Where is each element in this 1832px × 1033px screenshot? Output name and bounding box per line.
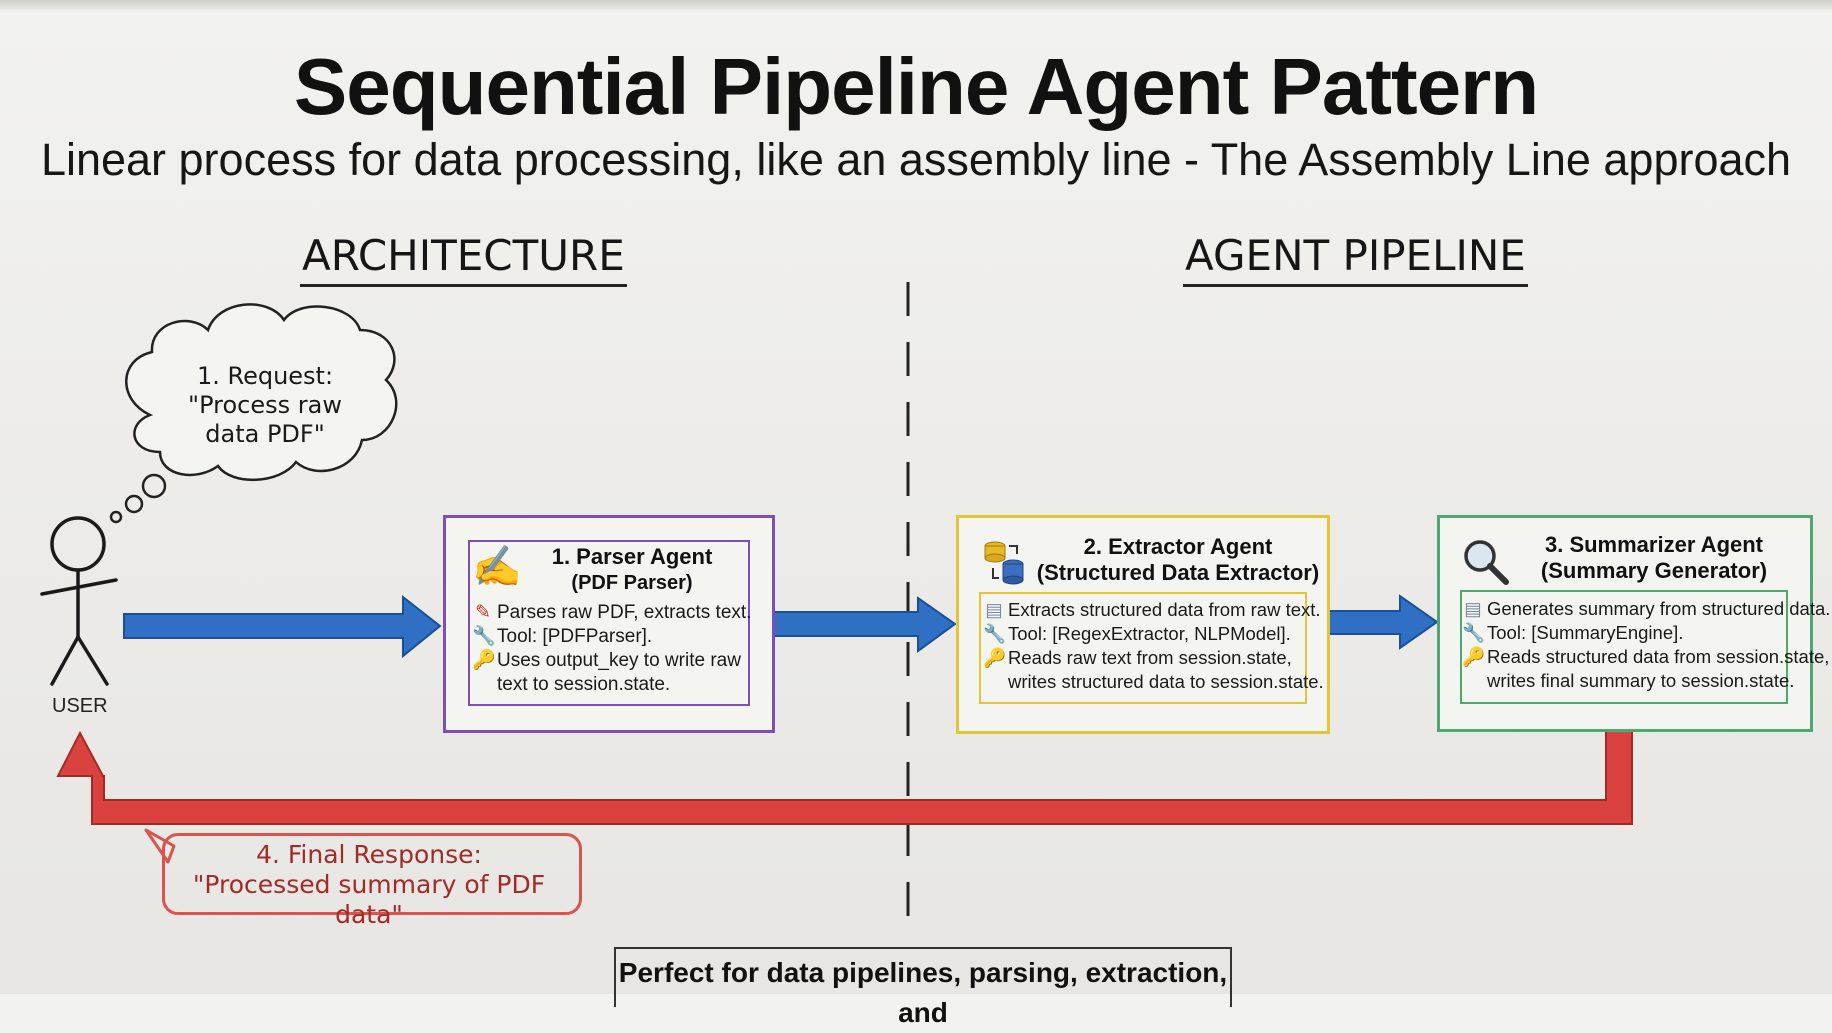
thought-cloud xyxy=(125,303,398,481)
section-heading-architecture: ARCHITECTURE xyxy=(300,230,627,287)
summarizer-agent-line: Tool: [SummaryEngine]. xyxy=(1487,622,1684,643)
parser-agent-line: Parses raw PDF, extracts text. xyxy=(497,602,752,623)
summarizer-agent-line: writes final summary to session.state. xyxy=(1487,670,1795,691)
parser-agent-body: ✎ Parses raw PDF, extracts text. 🔧Tool: [… xyxy=(472,601,751,697)
user-label: USER xyxy=(52,695,108,717)
arrow-extractor-to-summarizer xyxy=(1326,594,1439,650)
wrench-icon: 🔧 xyxy=(983,623,1007,644)
summarizer-agent-title: 3. Summarizer Agent xyxy=(1544,532,1764,557)
extractor-agent-card: 2. Extractor Agent (Structured Data Extr… xyxy=(956,515,1330,734)
page-title: Sequential Pipeline Agent Pattern xyxy=(293,42,1539,131)
key-icon: 🔑 xyxy=(472,650,496,671)
extractor-agent-title: 2. Extractor Agent xyxy=(1083,534,1273,559)
summarizer-agent-body: ▤Generates summary from structured data.… xyxy=(1462,597,1830,693)
wrench-icon: 🔧 xyxy=(1462,622,1486,643)
summarizer-agent-line: Reads structured data from session.state… xyxy=(1487,646,1830,667)
final-response-tail xyxy=(144,828,176,864)
extractor-agent-subtitle: (Structured Data Extractor) xyxy=(1036,560,1320,585)
extractor-agent-line: Tool: [RegexExtractor, NLPModel]. xyxy=(1008,623,1291,644)
parser-agent-card: ✍ 1. Parser Agent (PDF Parser) ✎ Parses r… xyxy=(443,515,775,733)
extractor-agent-inner-border xyxy=(979,592,1307,704)
parser-agent-title: 1. Parser Agent xyxy=(551,544,713,569)
wrench-icon: 🔧 xyxy=(472,626,496,647)
thought-bubble-small xyxy=(109,510,123,524)
summarizer-agent-line: Generates summary from structured data. xyxy=(1487,598,1831,619)
arrow-parser-to-extractor xyxy=(771,596,957,653)
summarizer-agent-inner-border xyxy=(1460,590,1788,704)
request-line-2: "Process raw xyxy=(188,391,342,419)
extractor-agent-title-block: 2. Extractor Agent (Structured Data Extr… xyxy=(1033,534,1323,586)
parser-agent-line: Tool: [PDFParser]. xyxy=(497,626,653,647)
parser-agent-title-block: 1. Parser Agent (PDF Parser) xyxy=(516,544,748,596)
request-line-3: data PDF" xyxy=(205,420,325,448)
pencil-icon: ✎ xyxy=(475,602,491,623)
summarizer-agent-card: 3. Summarizer Agent (Summary Generator) … xyxy=(1437,515,1830,732)
magnifier-icon xyxy=(1460,536,1512,588)
parser-agent-subtitle: (PDF Parser) xyxy=(571,572,693,594)
thought-bubble-large xyxy=(141,473,167,499)
parser-agent-line: text to session.state. xyxy=(497,674,671,695)
document-icon: ▤ xyxy=(1464,598,1482,619)
request-thought-text: 1. Request: "Process raw data PDF" xyxy=(160,362,370,449)
page-subtitle: Linear process for data processing, like… xyxy=(40,134,1792,185)
summarizer-agent-title-block: 3. Summarizer Agent (Summary Generator) xyxy=(1514,532,1794,584)
diagram-canvas xyxy=(40,282,1633,940)
request-line-1: 1. Request: xyxy=(196,362,334,390)
flow-arrows xyxy=(123,594,1439,659)
arrow-user-to-parser xyxy=(123,594,442,659)
final-response-bubble xyxy=(162,833,582,915)
final-response-line-1: 4. Final Response: xyxy=(256,840,482,869)
parser-agent-line: Uses output_key to write raw xyxy=(497,650,741,671)
footer-note-text: Perfect for data pipelines, parsing, ext… xyxy=(618,957,1228,1028)
key-icon: 🔑 xyxy=(983,647,1007,668)
final-response-text: 4. Final Response: "Processed summary of… xyxy=(162,840,576,930)
user-stick-figure xyxy=(40,516,118,686)
summarizer-agent-subtitle: (Summary Generator) xyxy=(1540,558,1768,583)
final-response-line-2: "Processed summary of PDF data" xyxy=(192,870,546,929)
thought-bubble-medium xyxy=(124,494,144,514)
extractor-agent-line: Extracts structured data from raw text. xyxy=(1008,599,1321,620)
extractor-agent-line: writes structured data to session.state. xyxy=(1008,671,1324,692)
footer-note-box: Perfect for data pipelines, parsing, ext… xyxy=(614,947,1232,1028)
database-transfer-icon xyxy=(981,538,1027,586)
extractor-agent-line: Reads raw text from session.state, xyxy=(1008,647,1292,668)
key-icon: 🔑 xyxy=(1462,646,1486,667)
document-icon: ▤ xyxy=(985,599,1003,620)
whiteboard-frame xyxy=(0,0,1832,10)
parser-agent-inner-border xyxy=(468,540,750,706)
return-arrow xyxy=(56,727,1633,825)
writing-hand-icon: ✍ xyxy=(472,545,522,589)
extractor-agent-body: ▤Extracts structured data from raw text.… xyxy=(983,598,1324,694)
section-heading-pipeline: AGENT PIPELINE xyxy=(1183,230,1528,287)
